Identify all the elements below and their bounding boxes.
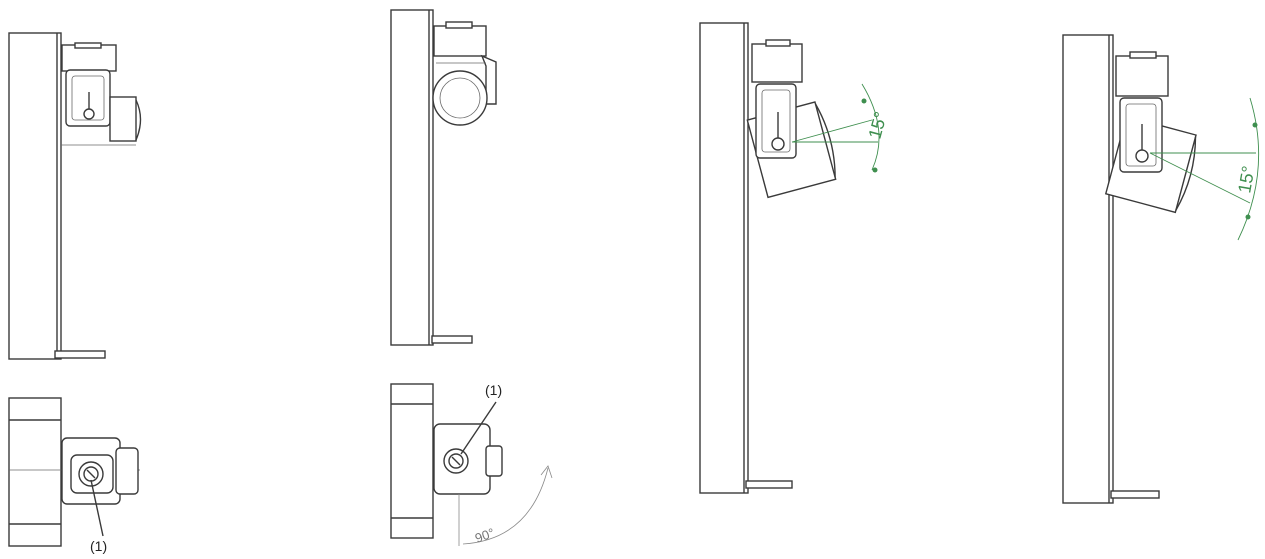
device-head-top (115, 447, 139, 495)
view-3-tilt-up: 15° (699, 22, 891, 494)
pivot-screw (771, 137, 785, 151)
wall-plate (1062, 34, 1114, 504)
mount-cap (765, 39, 791, 47)
dim-arrow-bottom (1245, 214, 1251, 220)
bottom-flange (1110, 490, 1160, 499)
mount-cap (445, 21, 473, 29)
callout-leader-2 (460, 401, 497, 455)
bottom-flange (745, 480, 793, 489)
dim-arrow-top (861, 98, 867, 104)
mount-block (61, 44, 117, 72)
rotation-arc (462, 467, 549, 545)
mount-cap (1129, 51, 1157, 59)
callout-label-1: (1) (90, 538, 107, 554)
swivel-arm (480, 54, 497, 105)
device-head (109, 96, 137, 142)
pivot-inner (761, 89, 791, 153)
wall-plate-top (390, 383, 434, 539)
view-1-top: (1) (8, 397, 140, 554)
dim-arc (861, 83, 880, 171)
dim-tilt-line (1149, 152, 1251, 204)
device-head-top (485, 445, 503, 477)
device-lens (135, 99, 142, 141)
mount-cap (74, 42, 102, 49)
device-lens-ring (439, 77, 481, 119)
pivot-inner (71, 75, 105, 121)
angle-label-15-down: 15° (1234, 164, 1258, 194)
pivot-inner (1125, 103, 1157, 167)
device-head-folded (432, 70, 488, 126)
pivot-screw (83, 108, 95, 120)
pivot-housing (755, 83, 797, 159)
bottom-flange (54, 350, 106, 359)
dim-arc (1237, 97, 1260, 241)
callout-leader-1 (90, 479, 104, 537)
dim-arrow-bottom (872, 167, 878, 173)
wall-plate (8, 32, 62, 360)
dim-tilt-line (791, 119, 873, 143)
mount-block (751, 43, 803, 83)
screw-slot (86, 469, 96, 479)
device-lens (814, 103, 836, 178)
device-lens (1175, 136, 1197, 211)
mount-block (433, 25, 487, 57)
view-2-top: (1) 90° (390, 382, 553, 546)
wall-plate (699, 22, 749, 494)
view-1-side-neutral (8, 32, 142, 360)
pivot-screw (1135, 149, 1149, 163)
callout-label-2: (1) (485, 382, 502, 398)
view-4-tilt-down: 15° (1062, 34, 1260, 504)
angle-label-90: 90° (473, 525, 497, 546)
view-2-side-folded (390, 9, 497, 346)
screw-slot (451, 456, 461, 466)
dim-arrow-top (1252, 122, 1258, 128)
mount-block (1115, 55, 1169, 97)
rotation-arrowhead (540, 465, 553, 479)
wall-plate (390, 9, 434, 346)
bottom-flange (431, 335, 473, 344)
wall-plate-top (8, 397, 62, 547)
angle-label-15-up: 15° (865, 110, 891, 141)
